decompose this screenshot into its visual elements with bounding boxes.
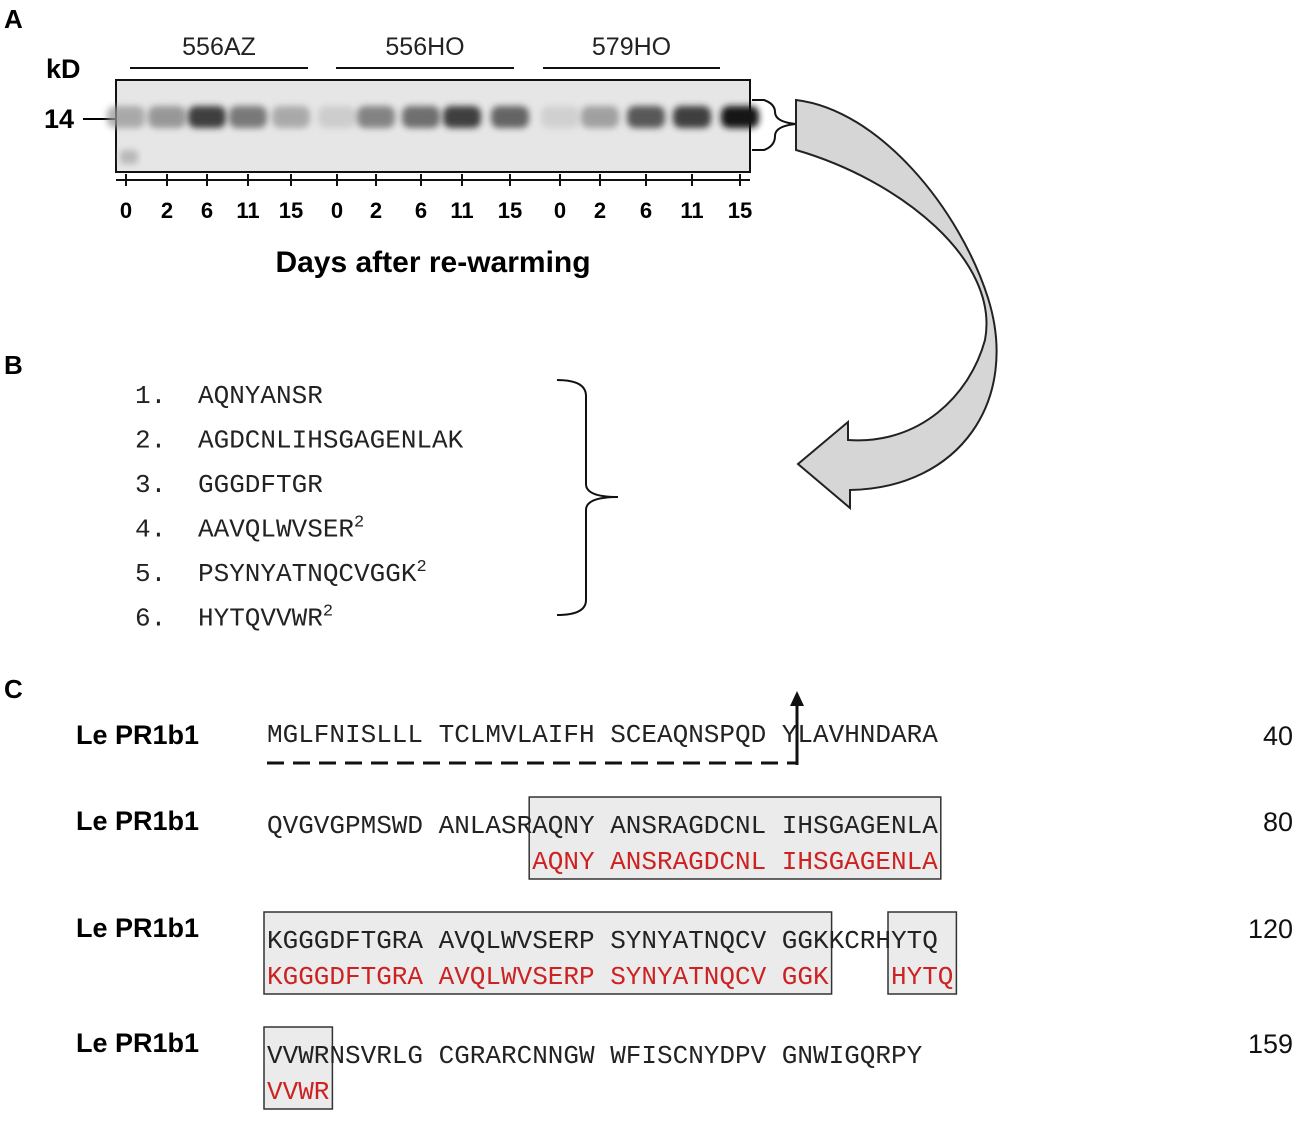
lane-label: 15 [498,198,522,223]
band [107,106,145,128]
lane-label: 2 [370,198,382,223]
matched-peptide-sequence: KGGGDFTGRA AVQLWVSERP SYNYATNQCV GGK [267,962,829,992]
lane-label: 11 [450,198,473,223]
lane-label: 11 [680,198,703,223]
curved-arrow [795,98,998,511]
peptide-index: 6. [135,604,166,634]
gel-spot [120,150,138,164]
matched-peptide-sequence: AQNY ANSRAGDCNL IHSGAGENLA [532,847,938,877]
peptide-sequence: GGGDFTGR [198,470,323,500]
peptide-index: 4. [135,515,166,545]
band [721,106,759,128]
sequence-label: Le PR1b1 [76,913,199,943]
matched-peptide-sequence: HYTQ [891,962,953,992]
lane-axis: 0 2 6 11 15 0 2 6 11 15 0 2 6 11 15 [116,174,752,223]
panel-label-a: A [4,4,23,34]
band [357,106,395,128]
peptide-list: 1. AQNYANSR 2. AGDCNLIHSGAGENLAK 3. GGGDFTGR 4… [135,381,464,634]
peptide-index: 2. [135,426,166,456]
band [318,106,356,128]
band [148,106,186,128]
lane-label: 0 [120,198,132,223]
lane-label: 6 [201,198,213,223]
peptide-index: 1. [135,381,166,411]
matched-peptide-box [263,911,833,995]
peptide-index: 5. [135,559,166,589]
unit-label: kD [46,54,81,84]
residue-number: 120 [1248,914,1293,944]
matched-regions [263,796,958,1110]
protein-sequence: KGGGDFTGRA AVQLWVSERP SYNYATNQCV GGKKCRH… [267,926,938,956]
band [581,106,619,128]
lane-label: 0 [554,198,566,223]
peptide-bracket [556,379,619,616]
protein-sequence: MGLFNISLLL TCLMVLAIFH SCEAQNSPQD YLAVHND… [267,720,938,750]
lane-label: 6 [415,198,427,223]
peptide-superscript: 2 [416,558,426,577]
peptide-sequence: PSYNYATNQCVGGK2 [198,558,427,589]
band [627,106,665,128]
peptide-index: 3. [135,470,166,500]
band [272,106,310,128]
lane-label: 15 [279,198,303,223]
lane-label: 15 [728,198,752,223]
lane-label: 0 [331,198,343,223]
lane-groups: 556AZ 556HO 579HO [130,33,720,69]
lane-label: 2 [161,198,173,223]
group-label: 556AZ [182,33,256,61]
lane-label: 6 [640,198,652,223]
band [443,106,481,128]
peptide-sequence: AQNYANSR [198,381,323,411]
cleavage-site-arrowhead [790,691,804,706]
matched-peptide-box [263,1026,334,1110]
band [673,106,711,128]
band [402,106,440,128]
matched-peptide-box [887,911,958,995]
peptide-sequence: AAVQLWVSER2 [198,514,364,545]
residue-number: 159 [1248,1029,1293,1059]
band-bracket [752,99,797,151]
residue-number: 40 [1263,721,1293,751]
protein-sequence: VVWRNSVRLG CGRARCNNGW WFISCNYDPV GNWIGQR… [267,1041,923,1071]
group-label: 579HO [592,33,671,61]
gel-bands [107,106,759,128]
band [541,106,579,128]
marker-label: 14 [44,104,74,134]
matched-peptide-box [528,796,942,880]
sequence-label: Le PR1b1 [76,1028,199,1058]
sequence-alignment: Le PR1b1 MGLFNISLLL TCLMVLAIFH SCEAQNSPQD… [76,720,1293,1107]
sequence-label: Le PR1b1 [76,806,199,836]
sequence-label: Le PR1b1 [76,720,199,750]
residue-number: 80 [1263,807,1293,837]
matched-peptide-sequence: VVWR [267,1077,329,1107]
lane-label: 11 [236,198,259,223]
band [229,106,267,128]
group-label: 556HO [385,33,464,61]
panel-label-c: C [4,674,23,704]
band [188,106,226,128]
lane-label: 2 [594,198,606,223]
x-axis-label: Days after re-warming [275,246,590,279]
peptide-superscript: 2 [354,514,364,533]
peptide-sequence: HYTQVVWR2 [198,603,333,634]
band [491,106,529,128]
panel-label-b: B [4,350,23,380]
peptide-sequence: AGDCNLIHSGAGENLAK [198,426,464,456]
protein-sequence: QVGVGPMSWD ANLASRAQNY ANSRAGDCNL IHSGAGE… [267,811,938,841]
peptide-superscript: 2 [323,603,333,622]
